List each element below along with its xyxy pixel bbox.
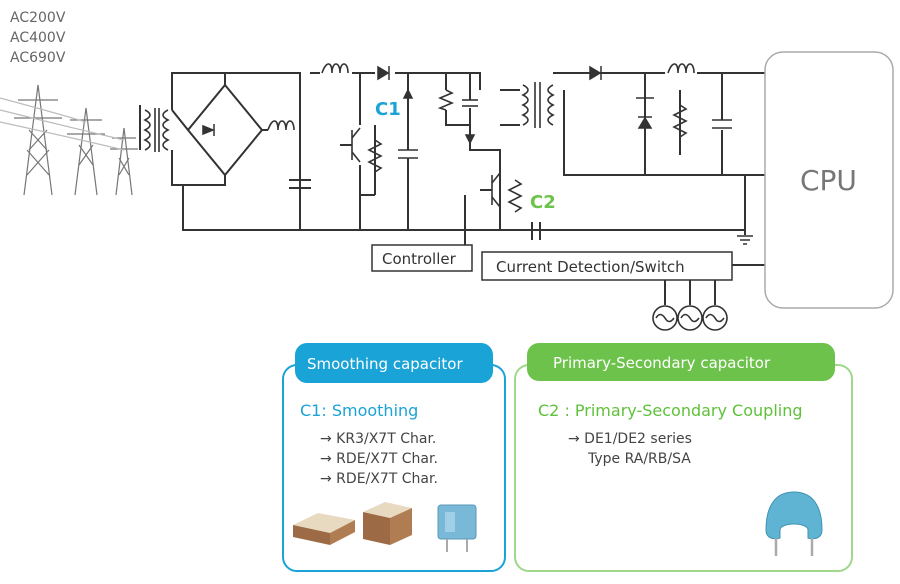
c2-label: C2 xyxy=(530,192,556,213)
diode-icon xyxy=(202,65,653,145)
ground-icon xyxy=(737,235,753,245)
coupling-item-1: → DE1/DE2 series xyxy=(568,431,692,447)
transistor-icon xyxy=(351,127,501,208)
capacitor-icon xyxy=(398,97,732,159)
current-detection-label: Current Detection/Switch xyxy=(496,258,685,276)
coupling-heading: C2 : Primary-Secondary Coupling xyxy=(538,401,803,420)
c1-label: C1 xyxy=(375,99,401,120)
smoothing-panel-header xyxy=(295,343,493,383)
smoothing-item-3: → RDE/X7T Char. xyxy=(320,471,438,487)
transformer-icon xyxy=(143,82,555,152)
inductor-icon xyxy=(267,63,695,131)
chip-capacitor-icon xyxy=(293,502,477,552)
coupling-title: Primary-Secondary capacitor xyxy=(553,354,771,372)
ac-source-icon xyxy=(652,305,728,331)
smoothing-title: Smoothing capacitor xyxy=(307,355,463,373)
voltage-label-690: AC690V xyxy=(10,50,66,66)
resistor-icon xyxy=(367,89,688,213)
cpu-label: CPU xyxy=(800,164,857,197)
coupling-panel xyxy=(514,364,853,572)
controller-box xyxy=(371,244,473,272)
coupling-item-2: Type RA/RB/SA xyxy=(587,451,691,467)
voltage-label-400: AC400V xyxy=(10,30,66,46)
circuit-wiring xyxy=(139,72,770,305)
smoothing-item-2: → RDE/X7T Char. xyxy=(320,451,438,467)
power-tower-icon xyxy=(0,84,138,196)
smoothing-item-1: → KR3/X7T Char. xyxy=(320,431,436,447)
smoothing-heading: C1: Smoothing xyxy=(300,401,418,420)
disc-capacitor-icon xyxy=(765,491,823,556)
controller-label: Controller xyxy=(382,250,457,268)
voltage-label-200: AC200V xyxy=(10,10,66,26)
coupling-panel-header xyxy=(527,343,835,381)
current-detection-box xyxy=(481,251,733,281)
cpu-block xyxy=(764,51,894,309)
